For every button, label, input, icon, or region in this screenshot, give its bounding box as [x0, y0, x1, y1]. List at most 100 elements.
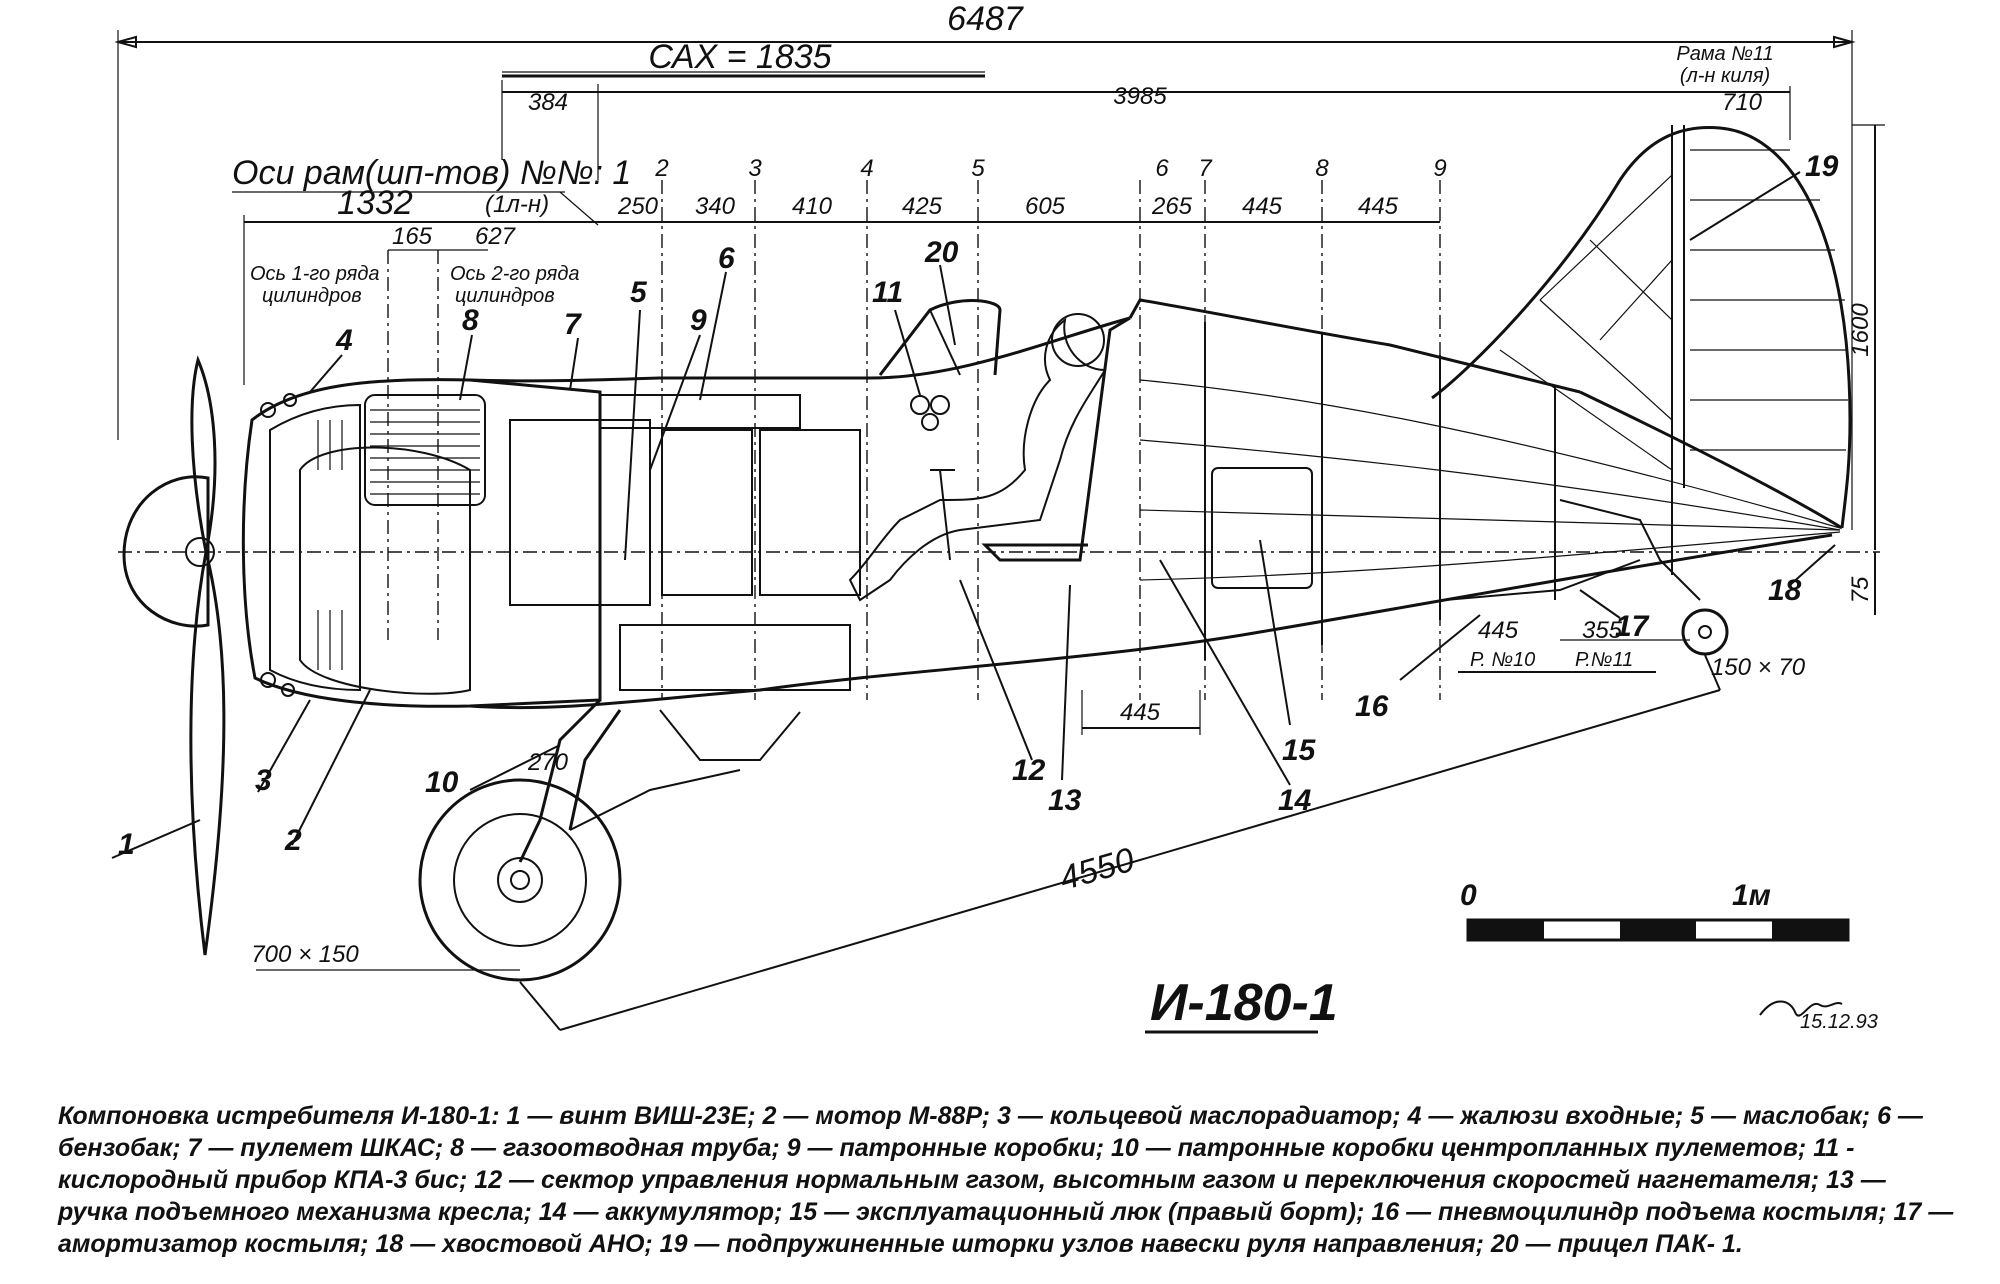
- signature-date: 15.12.93: [1800, 1011, 1878, 1033]
- sax-dimension: САХ = 1835: [502, 38, 985, 78]
- frame11-bottom-label: Р.№11: [1575, 649, 1633, 671]
- dim-445b: 445: [1358, 193, 1399, 220]
- svg-text:4: 4: [335, 324, 353, 357]
- callout-18: 18: [1768, 544, 1836, 607]
- cyl-row2-sublabel: цилиндров: [455, 285, 555, 307]
- dim-4550: 4550: [1055, 841, 1138, 898]
- callout-14: 14: [1159, 559, 1312, 817]
- main-wheel-size: 700 × 150: [251, 941, 359, 968]
- callout-2: 2: [284, 689, 371, 857]
- callouts: 1 2 3 4 5 6 7 8: [111, 150, 1839, 861]
- dim-425: 425: [902, 193, 943, 220]
- frame-number-5: 5: [971, 155, 985, 182]
- callout-16: 16: [1355, 614, 1481, 723]
- cyl-row1-label: Ось 1-го ряда: [250, 263, 380, 285]
- svg-text:10: 10: [425, 766, 459, 799]
- title-text: И-180-1: [1150, 974, 1338, 1032]
- dim-340: 340: [695, 193, 736, 220]
- drawing-title: И-180-1: [1145, 974, 1338, 1034]
- cylinder-row-notes: 165 627 Ось 1-го ряда цилиндров Ось 2-го…: [250, 223, 580, 640]
- fuselage: [469, 298, 1843, 710]
- svg-text:14: 14: [1278, 784, 1312, 817]
- frame-number-6: 6: [1155, 155, 1169, 182]
- svg-text:13: 13: [1048, 784, 1082, 817]
- callout-20: 20: [924, 236, 959, 346]
- dim-355: 355: [1582, 617, 1623, 644]
- cyl-row2-label: Ось 2-го ряда: [450, 263, 580, 285]
- cyl-row1-sublabel: цилиндров: [262, 285, 362, 307]
- svg-text:18: 18: [1768, 574, 1802, 607]
- svg-text:12: 12: [1012, 754, 1046, 787]
- svg-text:5: 5: [630, 276, 648, 309]
- scale-end: 1м: [1732, 879, 1771, 912]
- frame-number-4: 4: [860, 155, 873, 182]
- dim-445-tail-visible: 445: [1478, 617, 1519, 644]
- callout-6: 6: [699, 242, 735, 401]
- callout-5: 5: [624, 276, 648, 561]
- callout-10: 10: [425, 744, 561, 799]
- callout-17: 17: [1579, 589, 1650, 643]
- propeller: [122, 355, 226, 956]
- callout-3: 3: [255, 699, 311, 797]
- dim-165: 165: [392, 223, 433, 250]
- dim-605: 605: [1025, 193, 1066, 220]
- svg-text:20: 20: [924, 236, 959, 269]
- vertical-tail: 1600 75: [1431, 124, 1885, 615]
- frame-number-3: 3: [748, 155, 762, 182]
- seat-dimension: 445: [1081, 690, 1201, 735]
- dim-75: 75: [1847, 576, 1874, 603]
- frame-number-7: 7: [1198, 155, 1213, 182]
- frame-11-note: Рама №11 (л-н киля) 710: [1672, 43, 1791, 140]
- dim-445-seat: 445: [1120, 699, 1161, 726]
- frame11-label: Рама №11: [1676, 43, 1773, 65]
- frame-number-8: 8: [1315, 155, 1329, 182]
- svg-text:9: 9: [690, 304, 707, 337]
- callout-1: 1: [111, 819, 201, 861]
- svg-text:3: 3: [255, 764, 272, 797]
- frame-number-9: 9: [1433, 155, 1446, 182]
- svg-text:19: 19: [1805, 150, 1839, 183]
- frame11-sublabel: (л-н киля): [1680, 65, 1770, 87]
- dim-445a: 445: [1242, 193, 1283, 220]
- dim-265: 265: [1151, 193, 1193, 220]
- dim-250: 250: [617, 193, 659, 220]
- svg-text:2: 2: [284, 824, 302, 857]
- aircraft-layout-drawing: 6487 САХ = 1835 384 3985 Рама №11 (л-н к…: [111, 0, 1885, 1034]
- svg-text:8: 8: [462, 304, 479, 337]
- dim-1600: 1600: [1847, 303, 1874, 357]
- sax-label: САХ = 1835: [648, 38, 831, 76]
- frame-spacing-dimensions: 1332 250 340 410 425 605 265 445 445 2 3…: [243, 155, 1447, 700]
- tail-wheel-size: 150 × 70: [1711, 654, 1806, 681]
- dim-3985: 3985: [1113, 83, 1167, 110]
- callout-19: 19: [1689, 150, 1839, 241]
- scale-start: 0: [1460, 879, 1477, 912]
- frame-axes-note: Оси рам(шп-тов) №№: 1 (1л-н): [232, 154, 631, 226]
- dim-6487: 6487: [947, 0, 1024, 38]
- svg-text:11: 11: [872, 276, 903, 309]
- svg-text:16: 16: [1355, 690, 1389, 723]
- frame-axes-sub: (1л-н): [485, 191, 549, 218]
- tail-gear: Р. №10 Р.№11 445 445 355 150 × 70: [1444, 499, 1806, 681]
- scale-bar: 0 1м: [1460, 879, 1850, 942]
- dim-627: 627: [475, 223, 517, 250]
- callout-9: 9: [649, 304, 707, 471]
- callout-4: 4: [309, 324, 353, 393]
- svg-text:17: 17: [1615, 610, 1650, 643]
- frame10-label: Р. №10: [1470, 649, 1535, 671]
- dim-410: 410: [792, 193, 833, 220]
- dim-710: 710: [1722, 89, 1763, 116]
- svg-text:1: 1: [118, 828, 135, 861]
- callout-11: 11: [872, 276, 921, 396]
- callout-12: 12: [959, 579, 1046, 787]
- dim-1332: 1332: [337, 184, 413, 222]
- figure-caption: Компоновка истребителя И-180-1: 1 — винт…: [58, 1102, 1954, 1258]
- svg-text:7: 7: [564, 308, 582, 341]
- frame-number-2: 2: [654, 155, 668, 182]
- frame-axes-label: Оси рам(шп-тов) №№: 1: [232, 154, 631, 192]
- svg-text:6: 6: [718, 242, 735, 275]
- svg-text:15: 15: [1282, 734, 1317, 767]
- wing-dimension: 3 8 4 3985: [501, 80, 1672, 180]
- signature: 15.12.93: [1759, 1000, 1878, 1033]
- wheelbase-dimension: 4550: [519, 654, 1721, 1031]
- main-landing-gear: 270 700 × 150: [251, 698, 801, 982]
